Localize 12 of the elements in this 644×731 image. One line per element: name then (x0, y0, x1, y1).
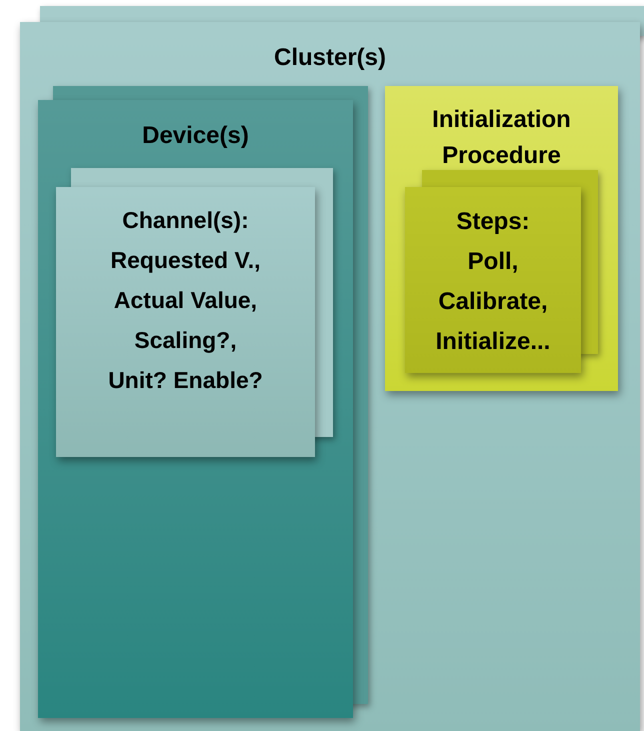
item-list: Poll, Calibrate, Initialize... (418, 242, 568, 362)
item-list: Requested V., Actual Value, Scaling?, Unit? Enable? (106, 240, 264, 400)
cluster-panel (20, 22, 640, 731)
channel-card (56, 187, 315, 457)
heading: Steps: (456, 207, 530, 237)
heading: Channel(s): (122, 206, 249, 235)
heading: Cluster(s) (274, 43, 386, 73)
device-panel (38, 100, 353, 718)
heading: Initialization Procedure (431, 105, 572, 171)
initialization-panel (385, 86, 618, 391)
heading: Device(s) (142, 121, 249, 151)
steps-card (405, 187, 581, 373)
